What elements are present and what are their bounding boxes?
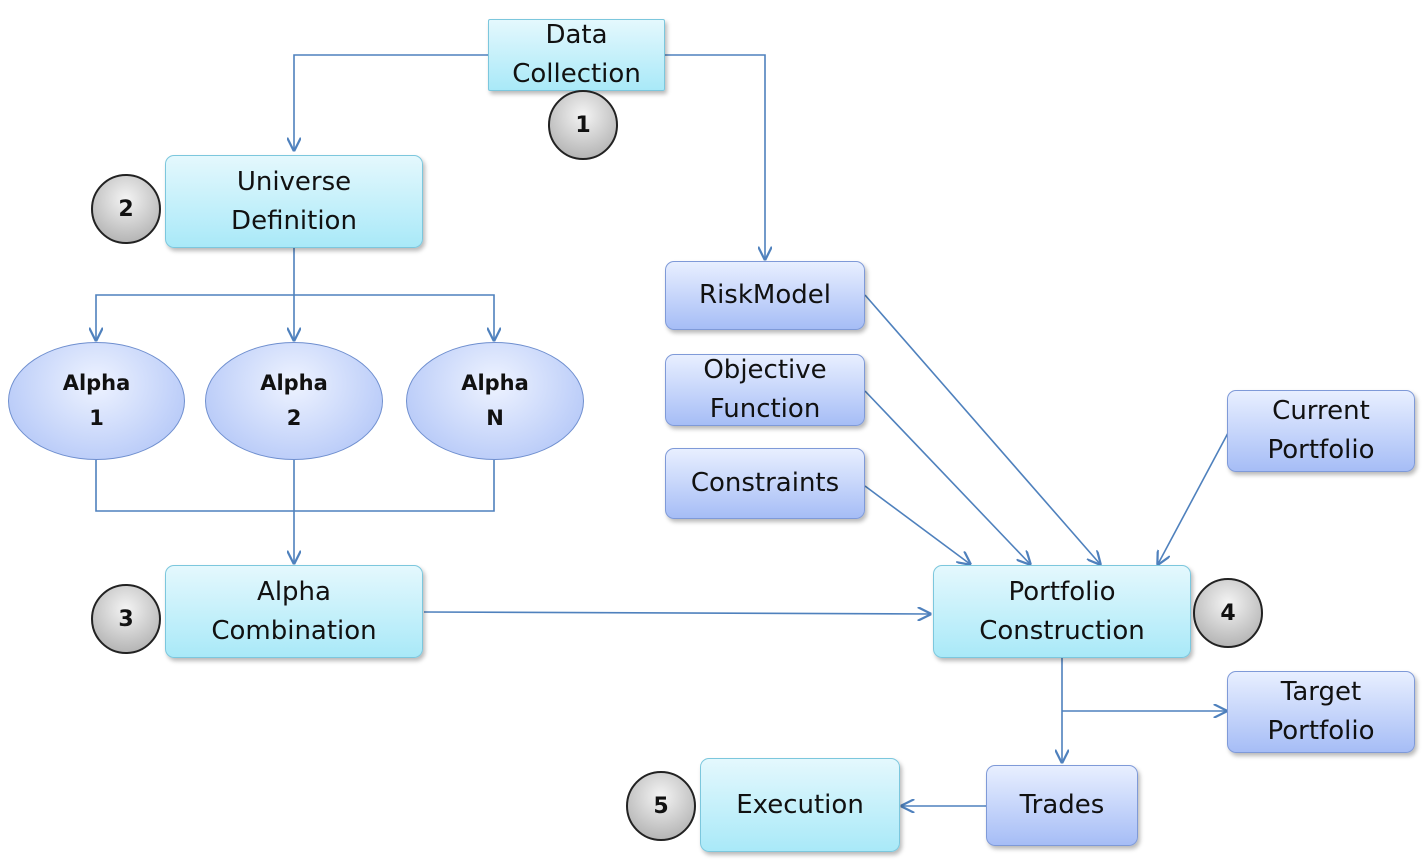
alpha-combination-label-2: Combination [211, 615, 377, 646]
step-4-number: 4 [1220, 600, 1236, 626]
step-3-number: 3 [118, 606, 134, 632]
alpha-1-label-2: 1 [89, 406, 104, 430]
universe-definition-label-1: Universe [236, 166, 352, 197]
constraints-label: Constraints [690, 468, 840, 498]
data-collection-label-1: Data [545, 20, 608, 50]
constraints-box[interactable]: Constraints [665, 448, 865, 519]
connector-data-to-riskmodel [665, 54, 765, 259]
connector-objective-to-construction [864, 390, 1030, 564]
alpha-2-label-1: Alpha [260, 371, 328, 395]
portfolio-construction-label-2: Construction [979, 615, 1145, 646]
alpha-n-ellipse[interactable]: Alpha N [406, 342, 584, 460]
portfolio-construction-label-1: Portfolio [1008, 576, 1116, 607]
execution-box[interactable]: Execution [700, 758, 900, 852]
universe-definition-box[interactable]: Universe Definition [165, 155, 423, 248]
step-5-badge: 5 [626, 771, 696, 841]
step-3-badge: 3 [91, 584, 161, 654]
execution-label: Execution [736, 789, 864, 820]
connector-universe-to-alpha-1 [96, 294, 294, 340]
alpha-n-label-2: N [486, 406, 504, 430]
alpha-1-ellipse[interactable]: Alpha 1 [8, 342, 185, 460]
step-5-number: 5 [653, 793, 669, 819]
step-4-badge: 4 [1193, 578, 1263, 648]
connector-alphas-merge [95, 460, 495, 512]
risk-model-box[interactable]: RiskModel [665, 261, 865, 330]
alpha-2-label-2: 2 [286, 406, 302, 430]
step-2-badge: 2 [91, 174, 161, 244]
trades-box[interactable]: Trades [986, 765, 1138, 846]
step-1-number: 1 [575, 112, 591, 138]
objective-function-box[interactable]: Objective Function [665, 354, 865, 426]
current-portfolio-box[interactable]: Current Portfolio [1227, 390, 1415, 472]
target-portfolio-box[interactable]: Target Portfolio [1227, 671, 1415, 753]
connector-current-to-construction [1158, 432, 1229, 564]
connector-riskmodel-to-construction [864, 294, 1100, 564]
target-portfolio-label-1: Target [1280, 677, 1362, 707]
data-collection-label-2: Collection [512, 59, 641, 89]
connector-data-to-universe [294, 54, 488, 150]
trades-label: Trades [1019, 790, 1105, 820]
target-portfolio-label-2: Portfolio [1267, 716, 1375, 746]
step-2-number: 2 [118, 196, 134, 222]
universe-definition-label-2: Definition [231, 205, 357, 236]
step-1-badge: 1 [548, 90, 618, 160]
alpha-combination-box[interactable]: Alpha Combination [165, 565, 423, 658]
alpha-1-label-1: Alpha [62, 371, 131, 395]
alpha-2-ellipse[interactable]: Alpha 2 [205, 342, 383, 460]
current-portfolio-label-2: Portfolio [1267, 435, 1375, 465]
connector-combination-to-construction [423, 612, 930, 614]
portfolio-construction-box[interactable]: Portfolio Construction [933, 565, 1191, 658]
risk-model-label: RiskModel [699, 280, 831, 310]
data-collection-box[interactable]: Data Collection [488, 19, 665, 91]
connector-universe-to-alpha-n [294, 294, 494, 340]
objective-function-label-2: Function [709, 394, 821, 424]
current-portfolio-label-1: Current [1272, 396, 1370, 426]
alpha-combination-label-1: Alpha [257, 576, 331, 607]
objective-function-label-1: Objective [703, 355, 827, 385]
alpha-n-label-1: Alpha [461, 371, 529, 395]
connector-constraints-to-construction [864, 485, 970, 564]
